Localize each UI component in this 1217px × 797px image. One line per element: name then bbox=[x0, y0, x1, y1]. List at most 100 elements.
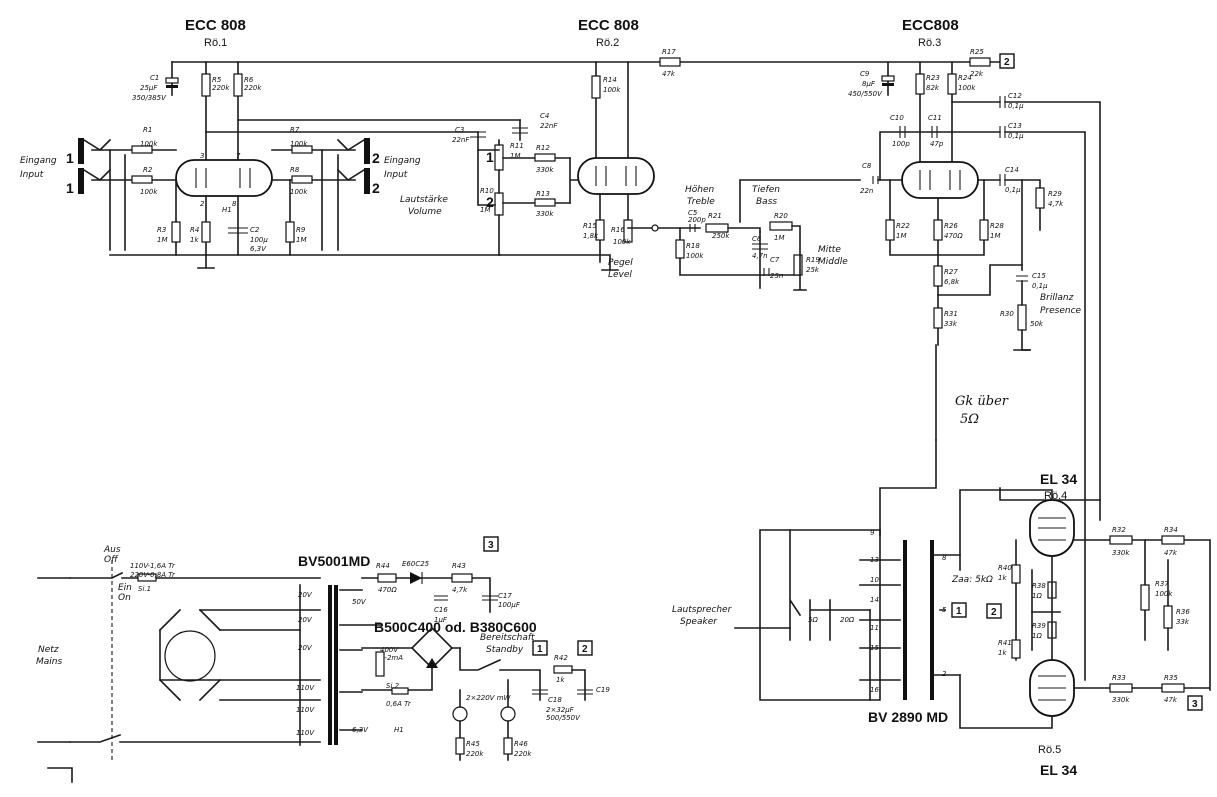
mains-en: Mains bbox=[36, 657, 62, 667]
tube4-type: EL 34 bbox=[1040, 471, 1077, 487]
svg-text:3: 3 bbox=[488, 540, 494, 551]
svg-text:22nF: 22nF bbox=[540, 122, 558, 130]
svg-text:R5: R5 bbox=[212, 76, 222, 84]
svg-text:2: 2 bbox=[372, 150, 380, 166]
svg-text:2: 2 bbox=[942, 670, 947, 678]
tube1-type: ECC 808 bbox=[185, 17, 246, 34]
svg-text:2: 2 bbox=[991, 607, 997, 618]
tube5-name: Rö.5 bbox=[1038, 744, 1061, 756]
svg-text:3: 3 bbox=[1192, 699, 1198, 710]
svg-text:0,1µ: 0,1µ bbox=[1008, 102, 1024, 110]
node-2-top: 2 bbox=[999, 53, 1015, 69]
svg-text:20Ω: 20Ω bbox=[840, 616, 855, 624]
tube5-type: EL 34 bbox=[1040, 762, 1077, 778]
svg-text:R3: R3 bbox=[157, 226, 166, 234]
svg-text:C15: C15 bbox=[1032, 272, 1046, 280]
svg-text:4,7k: 4,7k bbox=[1048, 200, 1064, 208]
svg-text:1µF: 1µF bbox=[434, 616, 448, 624]
svg-text:C13: C13 bbox=[1008, 122, 1022, 130]
svg-text:R21: R21 bbox=[708, 212, 722, 220]
svg-text:C5: C5 bbox=[688, 209, 698, 217]
svg-text:2: 2 bbox=[582, 644, 588, 655]
svg-text:25k: 25k bbox=[806, 266, 820, 274]
svg-text:C11: C11 bbox=[928, 114, 942, 122]
svg-text:100k: 100k bbox=[613, 238, 631, 246]
svg-text:R1: R1 bbox=[143, 126, 152, 134]
svg-text:33k: 33k bbox=[944, 320, 958, 328]
output-transformer-name: BV 2890 MD bbox=[868, 709, 948, 725]
svg-text:R43: R43 bbox=[452, 562, 466, 570]
tube3-name: Rö.3 bbox=[918, 37, 941, 49]
svg-text:2: 2 bbox=[200, 200, 205, 208]
svg-text:470Ω: 470Ω bbox=[378, 586, 397, 594]
svg-text:330k: 330k bbox=[1112, 549, 1130, 557]
svg-text:8: 8 bbox=[232, 200, 237, 208]
svg-text:1,8k: 1,8k bbox=[583, 232, 599, 240]
svg-text:H1: H1 bbox=[222, 206, 232, 214]
tube3-envelope bbox=[901, 161, 979, 199]
svg-text:Mitte: Mitte bbox=[818, 245, 841, 255]
node-2-ps: 2 bbox=[577, 640, 593, 656]
svg-text:330k: 330k bbox=[1112, 696, 1130, 704]
input-right-de: Eingang bbox=[384, 156, 421, 166]
svg-text:47k: 47k bbox=[662, 70, 676, 78]
svg-text:9: 9 bbox=[870, 529, 875, 537]
svg-text:Standby: Standby bbox=[486, 645, 524, 655]
power-supply: 110V-1,6A Tr 220V-0,8A Tr Si.1 20V 20V 2… bbox=[37, 536, 610, 783]
mains-transformer-name: BV5001MD bbox=[298, 553, 370, 569]
svg-text:220k: 220k bbox=[466, 750, 484, 758]
svg-text:100k: 100k bbox=[603, 86, 621, 94]
svg-text:50V: 50V bbox=[352, 598, 367, 606]
gk-note-2: 5Ω bbox=[960, 412, 979, 427]
svg-text:5Ω: 5Ω bbox=[808, 616, 818, 624]
svg-text:15: 15 bbox=[870, 644, 879, 652]
mains-de: Netz bbox=[38, 645, 59, 655]
svg-text:C19: C19 bbox=[596, 686, 610, 694]
svg-text:6,8k: 6,8k bbox=[944, 278, 960, 286]
svg-text:R2: R2 bbox=[143, 166, 153, 174]
svg-text:110V: 110V bbox=[296, 706, 315, 714]
tube2-name: Rö.2 bbox=[596, 37, 619, 49]
volume-de: Lautstärke bbox=[400, 195, 448, 205]
tube2-envelope bbox=[577, 157, 655, 195]
svg-text:R19: R19 bbox=[806, 256, 820, 264]
svg-text:1Ω: 1Ω bbox=[1032, 632, 1042, 640]
svg-text:2: 2 bbox=[1004, 57, 1010, 68]
svg-text:470Ω: 470Ω bbox=[944, 232, 963, 240]
svg-text:R38: R38 bbox=[1032, 582, 1046, 590]
svg-text:C10: C10 bbox=[890, 114, 904, 122]
svg-text:1: 1 bbox=[956, 606, 962, 617]
svg-text:8µF: 8µF bbox=[862, 80, 876, 88]
node-3-power: 3 bbox=[1187, 695, 1203, 711]
svg-text:82k: 82k bbox=[926, 84, 940, 92]
svg-text:R6: R6 bbox=[244, 76, 254, 84]
svg-text:R26: R26 bbox=[944, 222, 958, 230]
svg-text:500/550V: 500/550V bbox=[546, 714, 581, 722]
svg-text:20V: 20V bbox=[298, 644, 313, 652]
svg-text:100k: 100k bbox=[1155, 590, 1173, 598]
stage3: C8 22n C9 8µF 450/550V R23 82k R24 100k … bbox=[848, 48, 1101, 681]
input-left-de: Eingang bbox=[20, 156, 57, 166]
svg-text:Si.1: Si.1 bbox=[138, 585, 151, 593]
input-left-en: Input bbox=[20, 170, 44, 180]
svg-text:R34: R34 bbox=[1164, 526, 1178, 534]
svg-text:R16: R16 bbox=[611, 226, 625, 234]
svg-text:1M: 1M bbox=[774, 234, 785, 242]
svg-text:C16: C16 bbox=[434, 606, 448, 614]
svg-text:22nF: 22nF bbox=[452, 136, 470, 144]
speaker-en: Speaker bbox=[680, 617, 718, 627]
svg-text:13: 13 bbox=[870, 556, 879, 564]
svg-text:E60C25: E60C25 bbox=[402, 560, 430, 568]
svg-text:16: 16 bbox=[870, 686, 879, 694]
svg-text:1M: 1M bbox=[480, 206, 491, 214]
node-3-ps: 3 bbox=[483, 536, 499, 552]
input-right-en: Input bbox=[384, 170, 408, 180]
svg-text:2: 2 bbox=[372, 180, 380, 196]
svg-text:2: 2 bbox=[486, 194, 494, 210]
svg-text:100k: 100k bbox=[290, 140, 308, 148]
svg-text:11: 11 bbox=[870, 624, 879, 632]
svg-text:C9: C9 bbox=[860, 70, 870, 78]
svg-text:C14: C14 bbox=[1005, 166, 1019, 174]
svg-text:14: 14 bbox=[870, 596, 879, 604]
speaker-de: Lautsprecher bbox=[672, 605, 733, 615]
